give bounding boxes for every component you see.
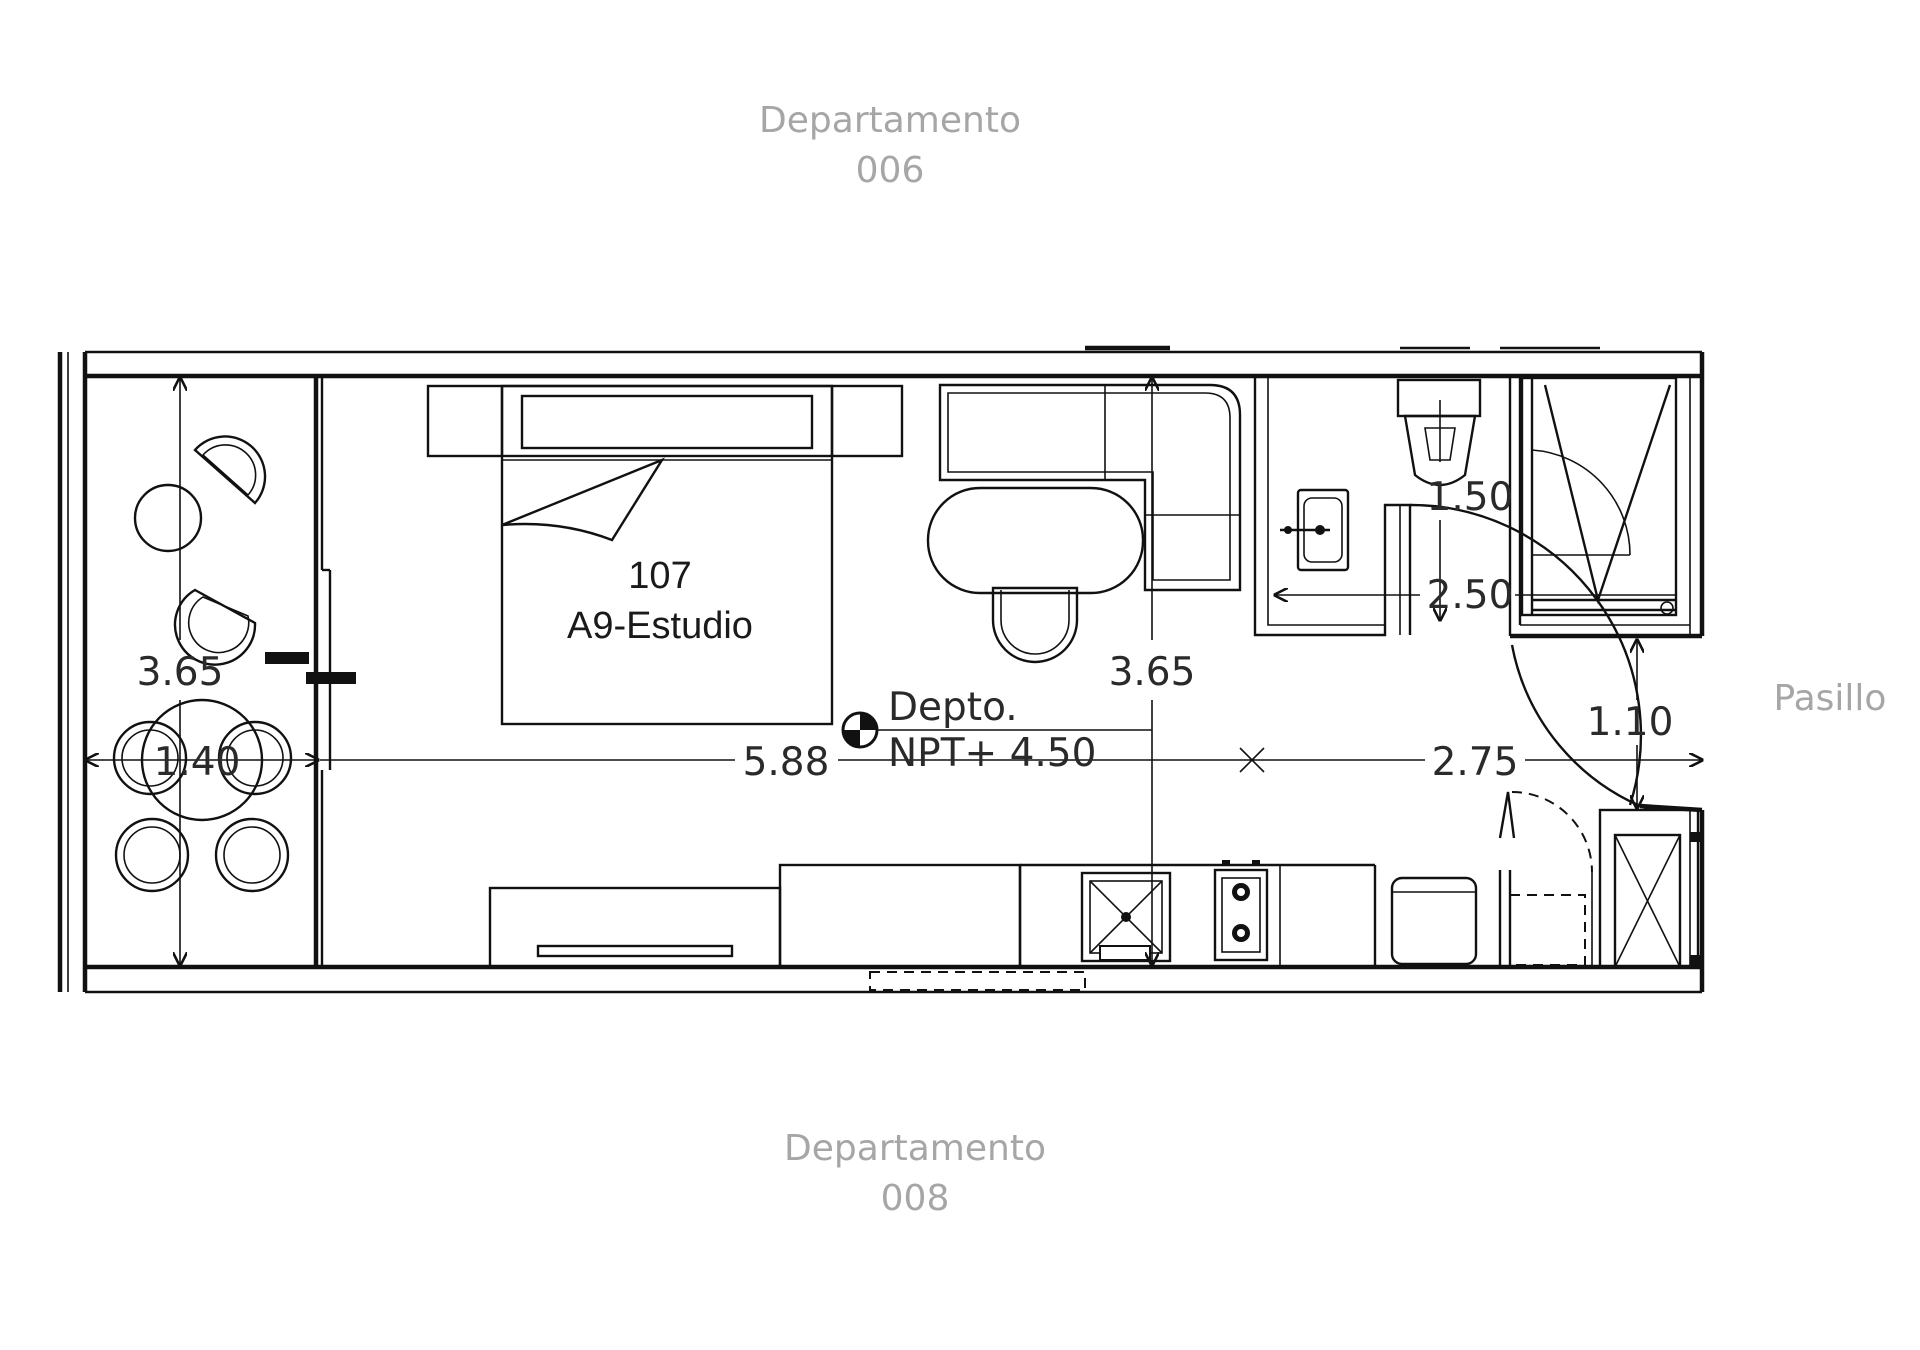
kitchen-counter: [488, 863, 1377, 969]
corridor-label: Pasillo: [1774, 678, 1887, 719]
unit-number: 107: [628, 555, 691, 597]
balcony-partition: [265, 376, 356, 967]
closet: [1598, 808, 1700, 969]
washer: [1390, 876, 1478, 966]
neighbor-top-name: Departamento: [759, 100, 1021, 141]
dim-main-width: 5.88: [743, 740, 830, 785]
level-marker: [841, 711, 1152, 749]
unit-type: A9-Estudio: [567, 605, 753, 647]
dim-bath-depth: 2.50: [1427, 573, 1514, 618]
level-value: NPT+ 4.50: [888, 731, 1096, 776]
dim-main-height: 3.65: [1109, 650, 1196, 695]
neighbor-bottom-number: 008: [881, 1178, 950, 1219]
cooktop: [1213, 860, 1281, 967]
neighbor-bottom-name: Departamento: [784, 1128, 1046, 1169]
bathroom-walls: [1253, 376, 1702, 639]
dimension-lines: [86, 378, 1702, 965]
dim-balcony-width: 1.40: [154, 740, 241, 785]
sofa: [938, 383, 1242, 592]
shower: [1520, 376, 1678, 617]
exterior-walls: [57, 345, 1705, 994]
kitchen-sink: [1080, 871, 1172, 963]
bed: [426, 384, 904, 726]
sink: [1280, 488, 1350, 572]
level-label: Depto.: [888, 685, 1018, 730]
fridge-door: [1498, 791, 1593, 967]
neighbor-top-number: 006: [856, 150, 925, 191]
dim-bath-width: 2.75: [1432, 740, 1519, 785]
dim-toilet-width: 1.50: [1427, 475, 1514, 520]
coffee-table: [926, 486, 1145, 664]
dim-balcony-height: 3.65: [137, 650, 224, 695]
toilet: [1396, 378, 1482, 487]
dim-hall-gap: 1.10: [1587, 700, 1674, 745]
